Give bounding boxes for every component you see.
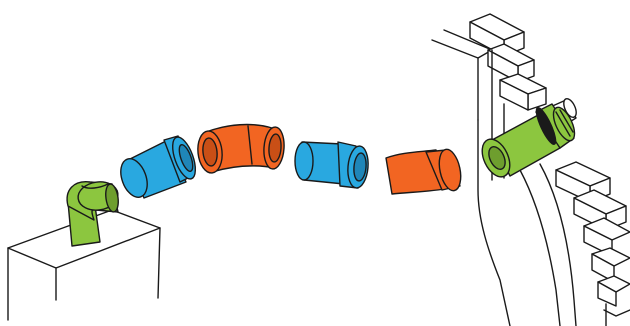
orange-bend-pipe-2 [385,148,462,195]
blue-straight-pipe-2 [294,141,369,189]
orange-bend-pipe-1 [197,123,285,174]
green-elbow-connector [66,181,119,247]
blue-straight-pipe-1 [120,135,197,199]
green-wall-terminal [481,97,577,178]
brick-wall [431,13,630,326]
